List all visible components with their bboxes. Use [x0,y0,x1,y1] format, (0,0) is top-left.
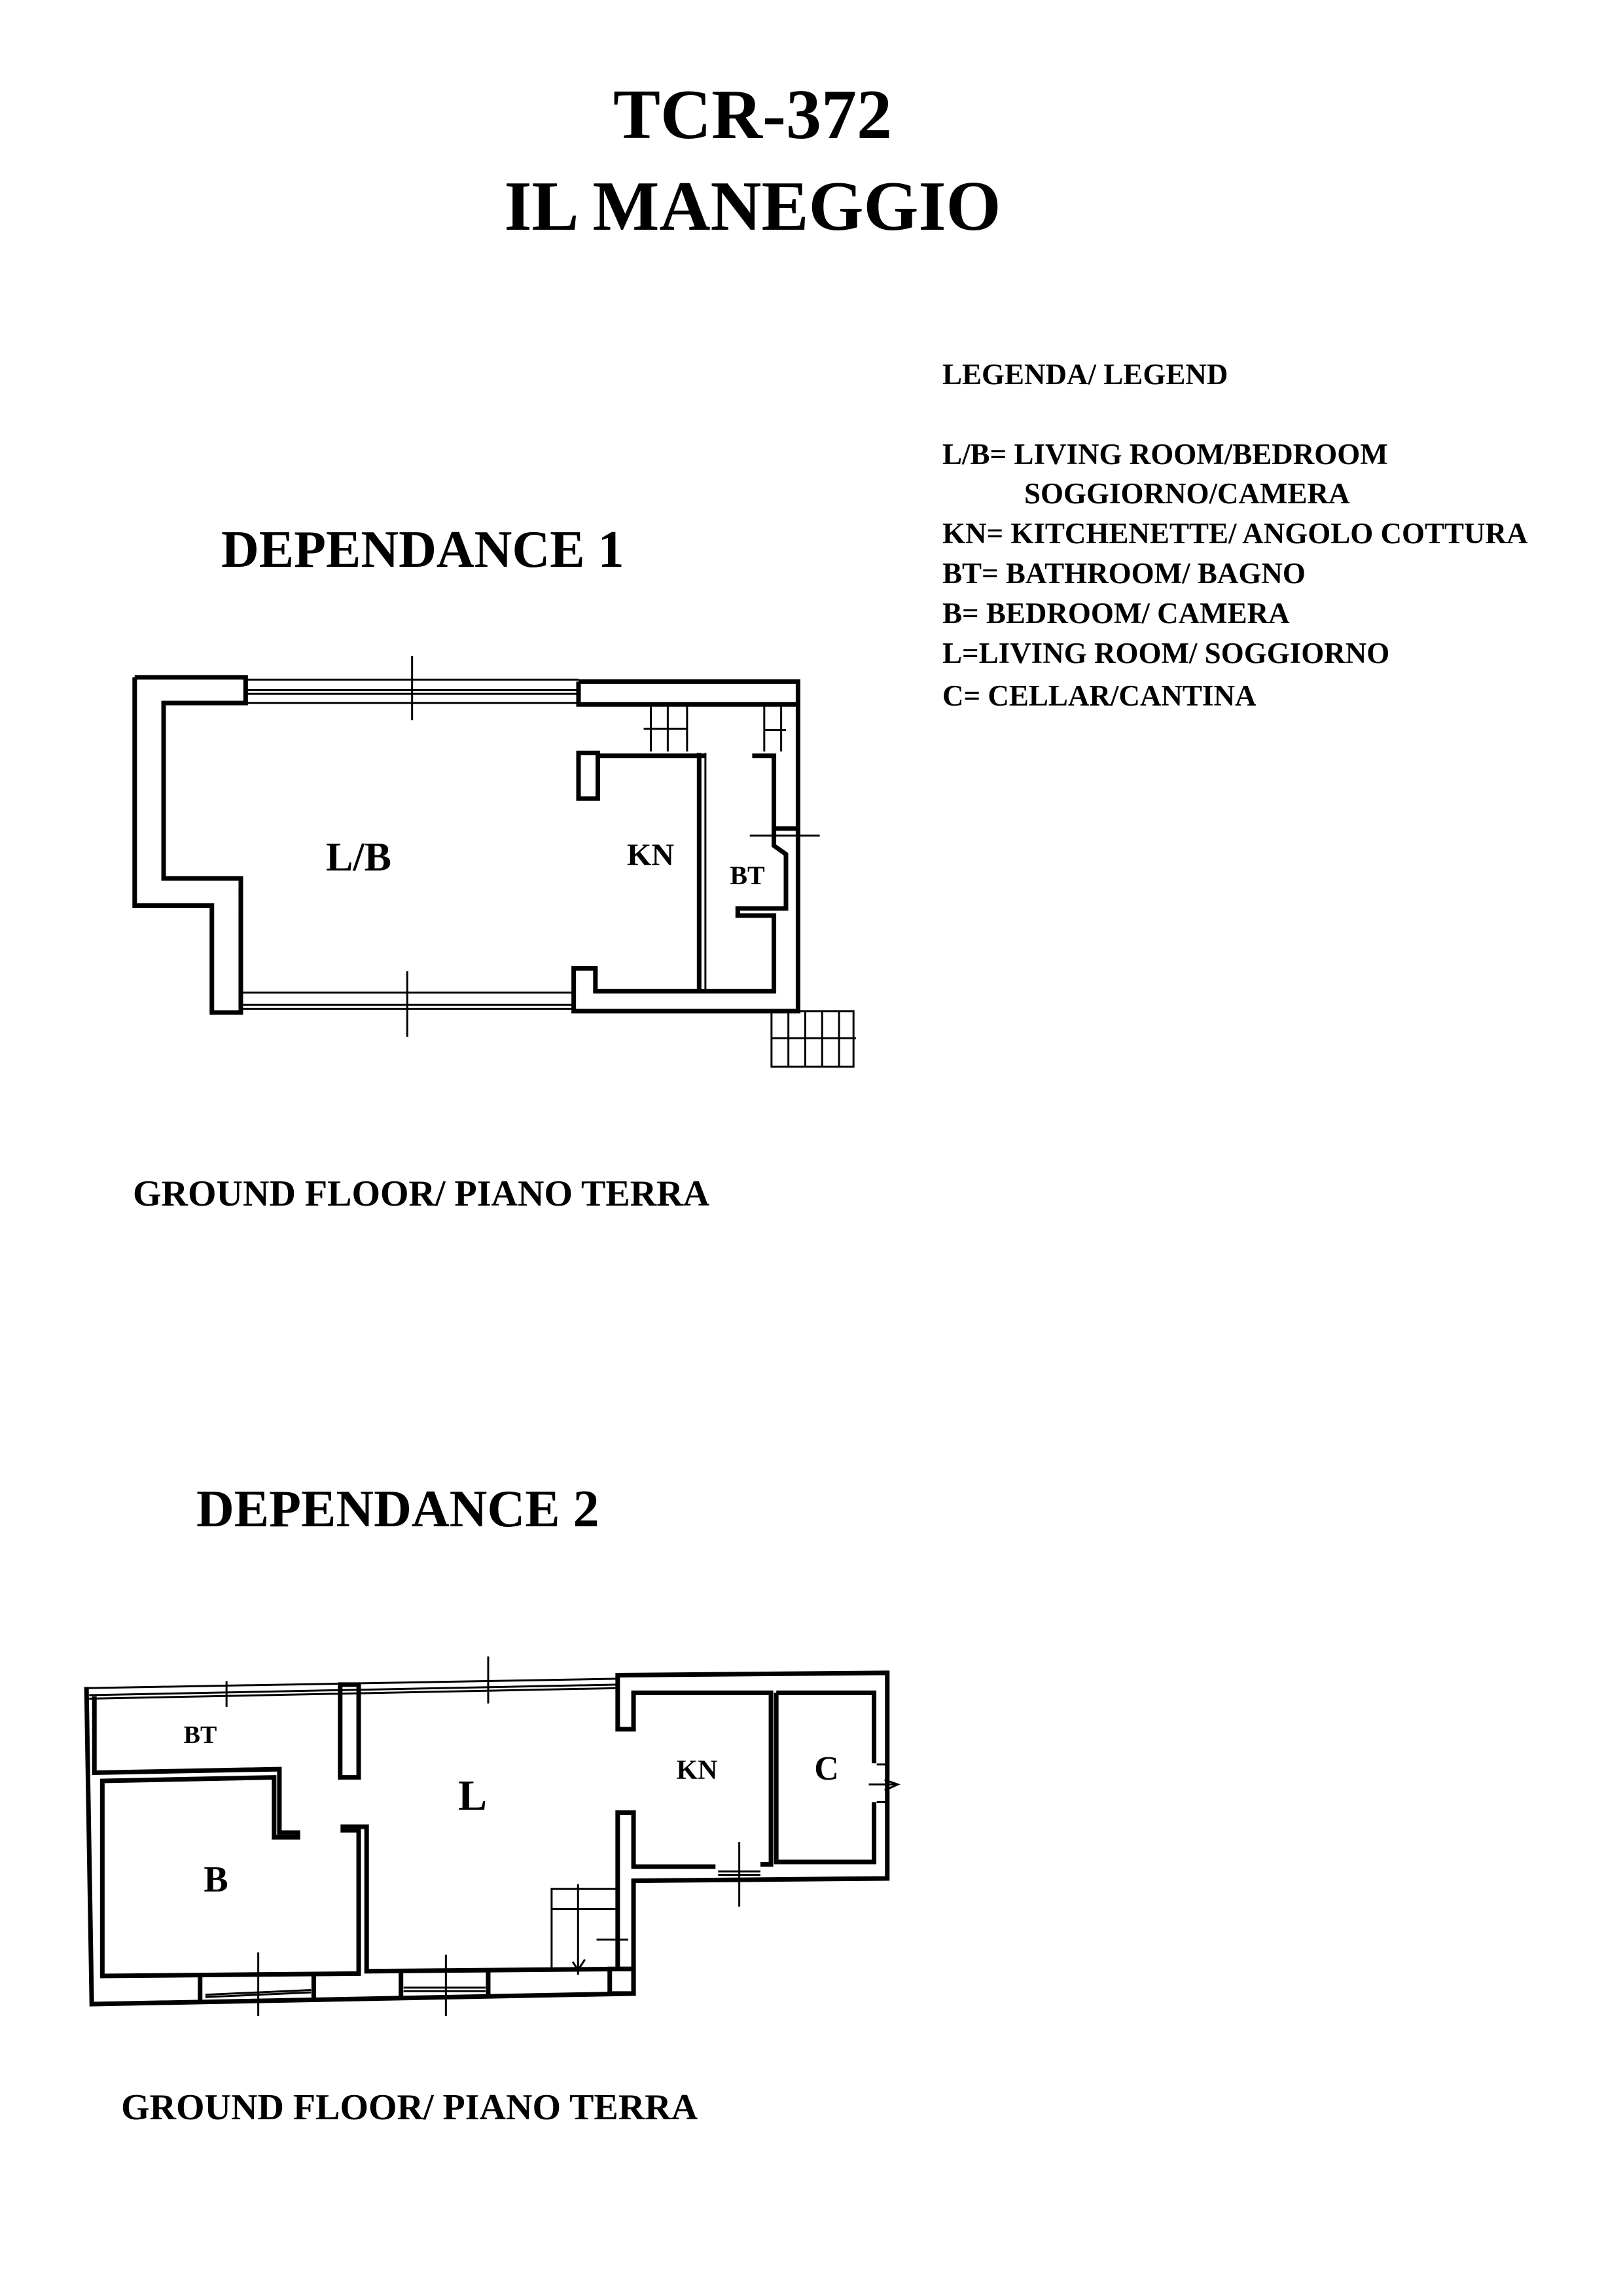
room-label: C [814,1750,839,1787]
room-label: L/B [326,835,391,880]
legend-item: C= CELLAR/CANTINA [942,679,1257,712]
dependance-2-title: DEPENDANCE 2 [196,1480,599,1538]
dependance-2-floor-plan [79,1649,903,2016]
legend-item: L=LIVING ROOM/ SOGGIORNO [942,637,1390,670]
legend-item: SOGGIORNO/CAMERA [1024,477,1350,510]
dependance-1-title: DEPENDANCE 1 [221,521,624,579]
document-title: IL MANEGGIO [504,168,1001,245]
legend-item: BT= BATHROOM/ BAGNO [942,557,1306,590]
dependance-1-floor-plan [118,655,870,1100]
legend-item: B= BEDROOM/ CAMERA [942,597,1290,630]
room-label: KN [676,1755,718,1785]
legend-item: KN= KITCHENETTE/ ANGOLO COTTURA [942,517,1528,550]
room-label: BT [730,861,765,890]
room-label: L [457,1772,488,1820]
document-code: TCR-372 [613,76,892,154]
room-label: B [204,1859,228,1900]
legend-item: L/B= LIVING ROOM/BEDROOM [942,438,1388,471]
legend-title: LEGENDA/ LEGEND [942,358,1228,391]
room-label: KN [627,838,674,872]
room-label: BT [183,1721,217,1749]
dependance-2-floor-label: GROUND FLOOR/ PIANO TERRA [121,2087,698,2128]
dependance-1-floor-label: GROUND FLOOR/ PIANO TERRA [133,1174,710,1214]
